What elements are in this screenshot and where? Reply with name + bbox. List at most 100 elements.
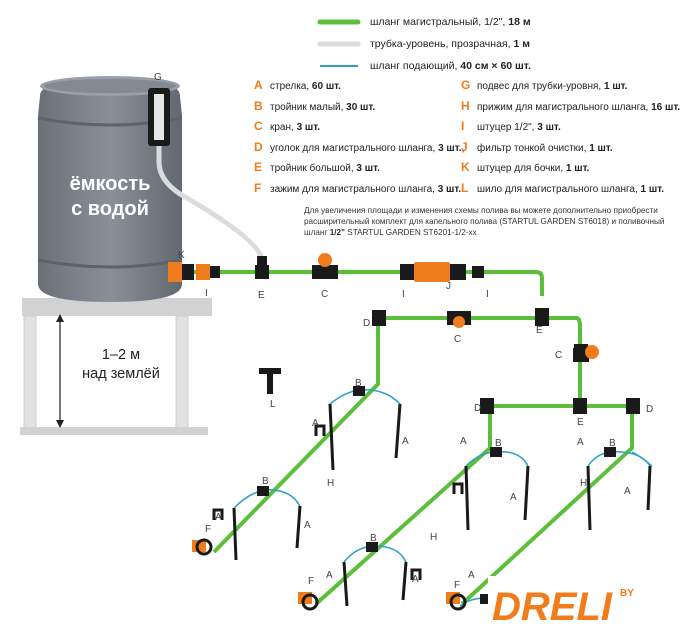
- part-letter: I: [461, 119, 465, 133]
- water-tank: [37, 76, 183, 302]
- part-qty: 3 шт.: [437, 183, 462, 195]
- label-e: E: [258, 290, 265, 301]
- label-g: G: [154, 72, 162, 83]
- part-qty: 1 шт.: [603, 81, 628, 92]
- label-a-9: A: [577, 437, 584, 448]
- label-c-2: C: [454, 334, 461, 345]
- label-b-3: B: [495, 438, 502, 449]
- part-letter: G: [461, 78, 471, 92]
- label-a-2: A: [402, 436, 409, 447]
- logo-by: BY: [620, 588, 634, 599]
- tank-label: ёмкость с водой: [30, 172, 190, 222]
- part-name: штуцер для бочки,: [477, 163, 566, 174]
- label-c: C: [321, 289, 328, 300]
- legend-level-tube-label: трубка-уровень, прозрачная,: [370, 38, 514, 50]
- label-f-2: F: [308, 576, 314, 587]
- part-letter: L: [461, 180, 469, 195]
- legend-main-hose-label: шланг магистральный, 1/2",: [370, 16, 509, 28]
- diagram-labels: G K I E C I J I D C E C L B A A D E D H …: [154, 72, 653, 591]
- part-qty: 1 шт.: [589, 142, 613, 154]
- note-tail: STARTUL GARDEN ST6201-1/2-xx: [344, 228, 477, 237]
- label-e-3: E: [577, 417, 584, 428]
- label-i-3: I: [486, 289, 489, 300]
- label-a-7: A: [326, 570, 333, 581]
- height-arrow: [56, 314, 64, 428]
- label-b-4: B: [370, 533, 377, 544]
- label-a-4: A: [304, 520, 311, 531]
- label-d-2: D: [474, 403, 481, 414]
- expansion-note: Для увеличения площади и изменения схемы…: [304, 205, 684, 238]
- label-b-2: B: [262, 476, 269, 487]
- legend-feed-hose-qty: 40 см × 60 шт.: [460, 60, 531, 72]
- legend-feed-hose-label: шланг подающий,: [370, 60, 461, 72]
- note-text: Для увеличения площади и изменения схемы…: [304, 206, 665, 237]
- label-i: I: [205, 288, 208, 299]
- height-label-line2: над землёй: [82, 366, 160, 382]
- tank-stand: [20, 298, 212, 435]
- part-letter: B: [254, 98, 263, 113]
- part-qty: 16 шт.: [651, 101, 681, 113]
- part-qty: 3 шт.,: [438, 142, 465, 154]
- label-c-3: C: [555, 350, 562, 361]
- part-qty: 60 шт.: [311, 81, 341, 92]
- legend-feed-hose: шланг подающий, 40 см × 60 шт.: [370, 60, 531, 72]
- part-name: штуцер 1/2",: [477, 122, 538, 133]
- barrel-fitting-k: [168, 262, 182, 282]
- part-name: тройник большой,: [270, 163, 357, 174]
- tank-label-line1: ёмкость: [69, 173, 151, 195]
- part-name: зажим для магистрального шланга,: [270, 183, 438, 195]
- label-a-6: A: [510, 492, 517, 503]
- label-j: J: [446, 281, 451, 292]
- part-name: кран,: [270, 122, 297, 133]
- label-f: F: [205, 524, 211, 535]
- label-h-3: H: [580, 478, 587, 489]
- fittings: [168, 253, 640, 611]
- part-name: прижим для магистрального шланга,: [477, 101, 652, 113]
- height-label-line1: 1–2 м: [101, 347, 141, 363]
- part-qty: 3 шт.: [356, 163, 380, 174]
- label-a-3: A: [215, 512, 222, 523]
- label-d: D: [363, 318, 370, 329]
- part-qty: 1 шт.: [565, 163, 590, 174]
- dreli-logo: DRELI BY: [488, 576, 640, 629]
- label-b: B: [355, 378, 362, 389]
- label-h: H: [327, 478, 334, 489]
- dripper-stakes: [232, 403, 652, 607]
- label-e-2: E: [536, 325, 543, 336]
- part-letter: K: [461, 160, 470, 174]
- label-a-11: A: [468, 570, 475, 581]
- label-h-2: H: [430, 532, 437, 543]
- label-i-2: I: [402, 289, 405, 300]
- part-letter: A: [254, 78, 263, 92]
- label-f-3: F: [454, 580, 460, 591]
- part-letter: E: [254, 160, 263, 174]
- part-name: стрелка,: [270, 81, 312, 92]
- height-label: 1–2 м над землёй: [66, 346, 176, 384]
- label-b-5: B: [609, 438, 616, 449]
- main-hose: [190, 270, 640, 606]
- part-name: тройник малый,: [270, 101, 347, 113]
- part-qty: 1 шт.: [640, 183, 664, 195]
- legend-level-tube-qty: 1 м: [513, 38, 530, 50]
- legend-main-hose: шланг магистральный, 1/2", 18 м: [370, 16, 531, 28]
- part-letter: F: [254, 180, 262, 195]
- logo-text: DRELI: [492, 585, 613, 629]
- part-letter: C: [254, 119, 263, 133]
- part-qty: 3 шт.: [537, 122, 561, 133]
- note-bold: 1/2": [329, 228, 345, 237]
- label-a-5: A: [460, 436, 467, 447]
- label-a-8: A: [412, 574, 419, 585]
